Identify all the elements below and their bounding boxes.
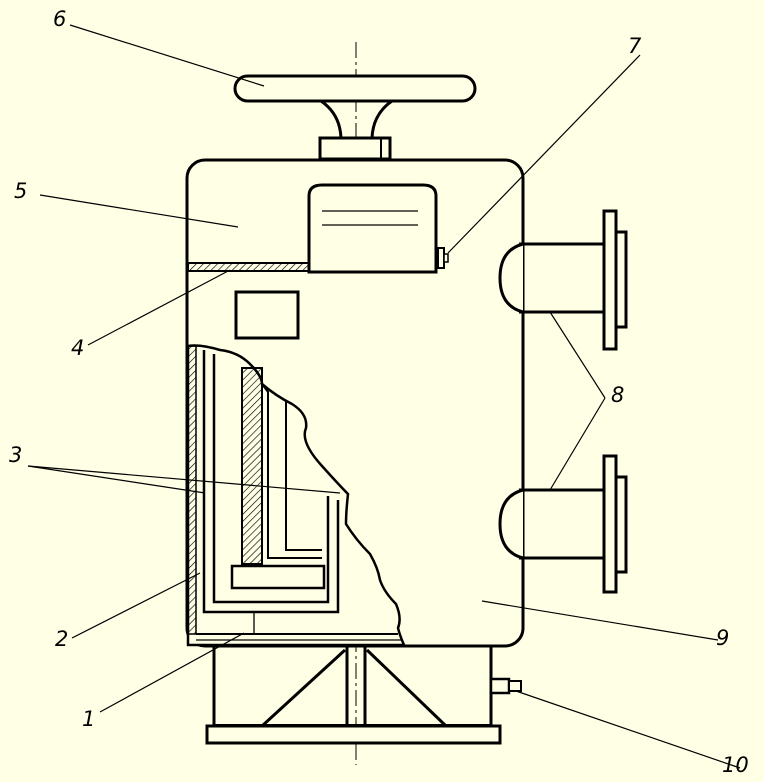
callout-3: 3	[9, 443, 22, 467]
callout-9: 9	[716, 626, 729, 650]
callout-1: 1	[82, 707, 95, 731]
callout-7: 7	[628, 34, 642, 58]
upper-nozzle	[498, 209, 628, 351]
drive-housing	[307, 183, 438, 274]
cutaway-section	[186, 344, 406, 647]
callout-10: 10	[722, 753, 749, 777]
partition-plate	[187, 262, 310, 272]
handwheel	[233, 74, 477, 161]
sensor-fitting	[437, 247, 449, 269]
callout-8: 8	[611, 383, 624, 407]
callout-6: 6	[53, 7, 66, 31]
callout-4: 4	[71, 336, 84, 360]
inspection-window	[234, 290, 300, 340]
lower-nozzle	[498, 454, 628, 594]
drain-valve	[489, 677, 522, 695]
leader-lines	[27, 24, 741, 769]
callout-5: 5	[14, 179, 27, 203]
support-base	[205, 645, 502, 745]
callout-2: 2	[55, 627, 68, 651]
